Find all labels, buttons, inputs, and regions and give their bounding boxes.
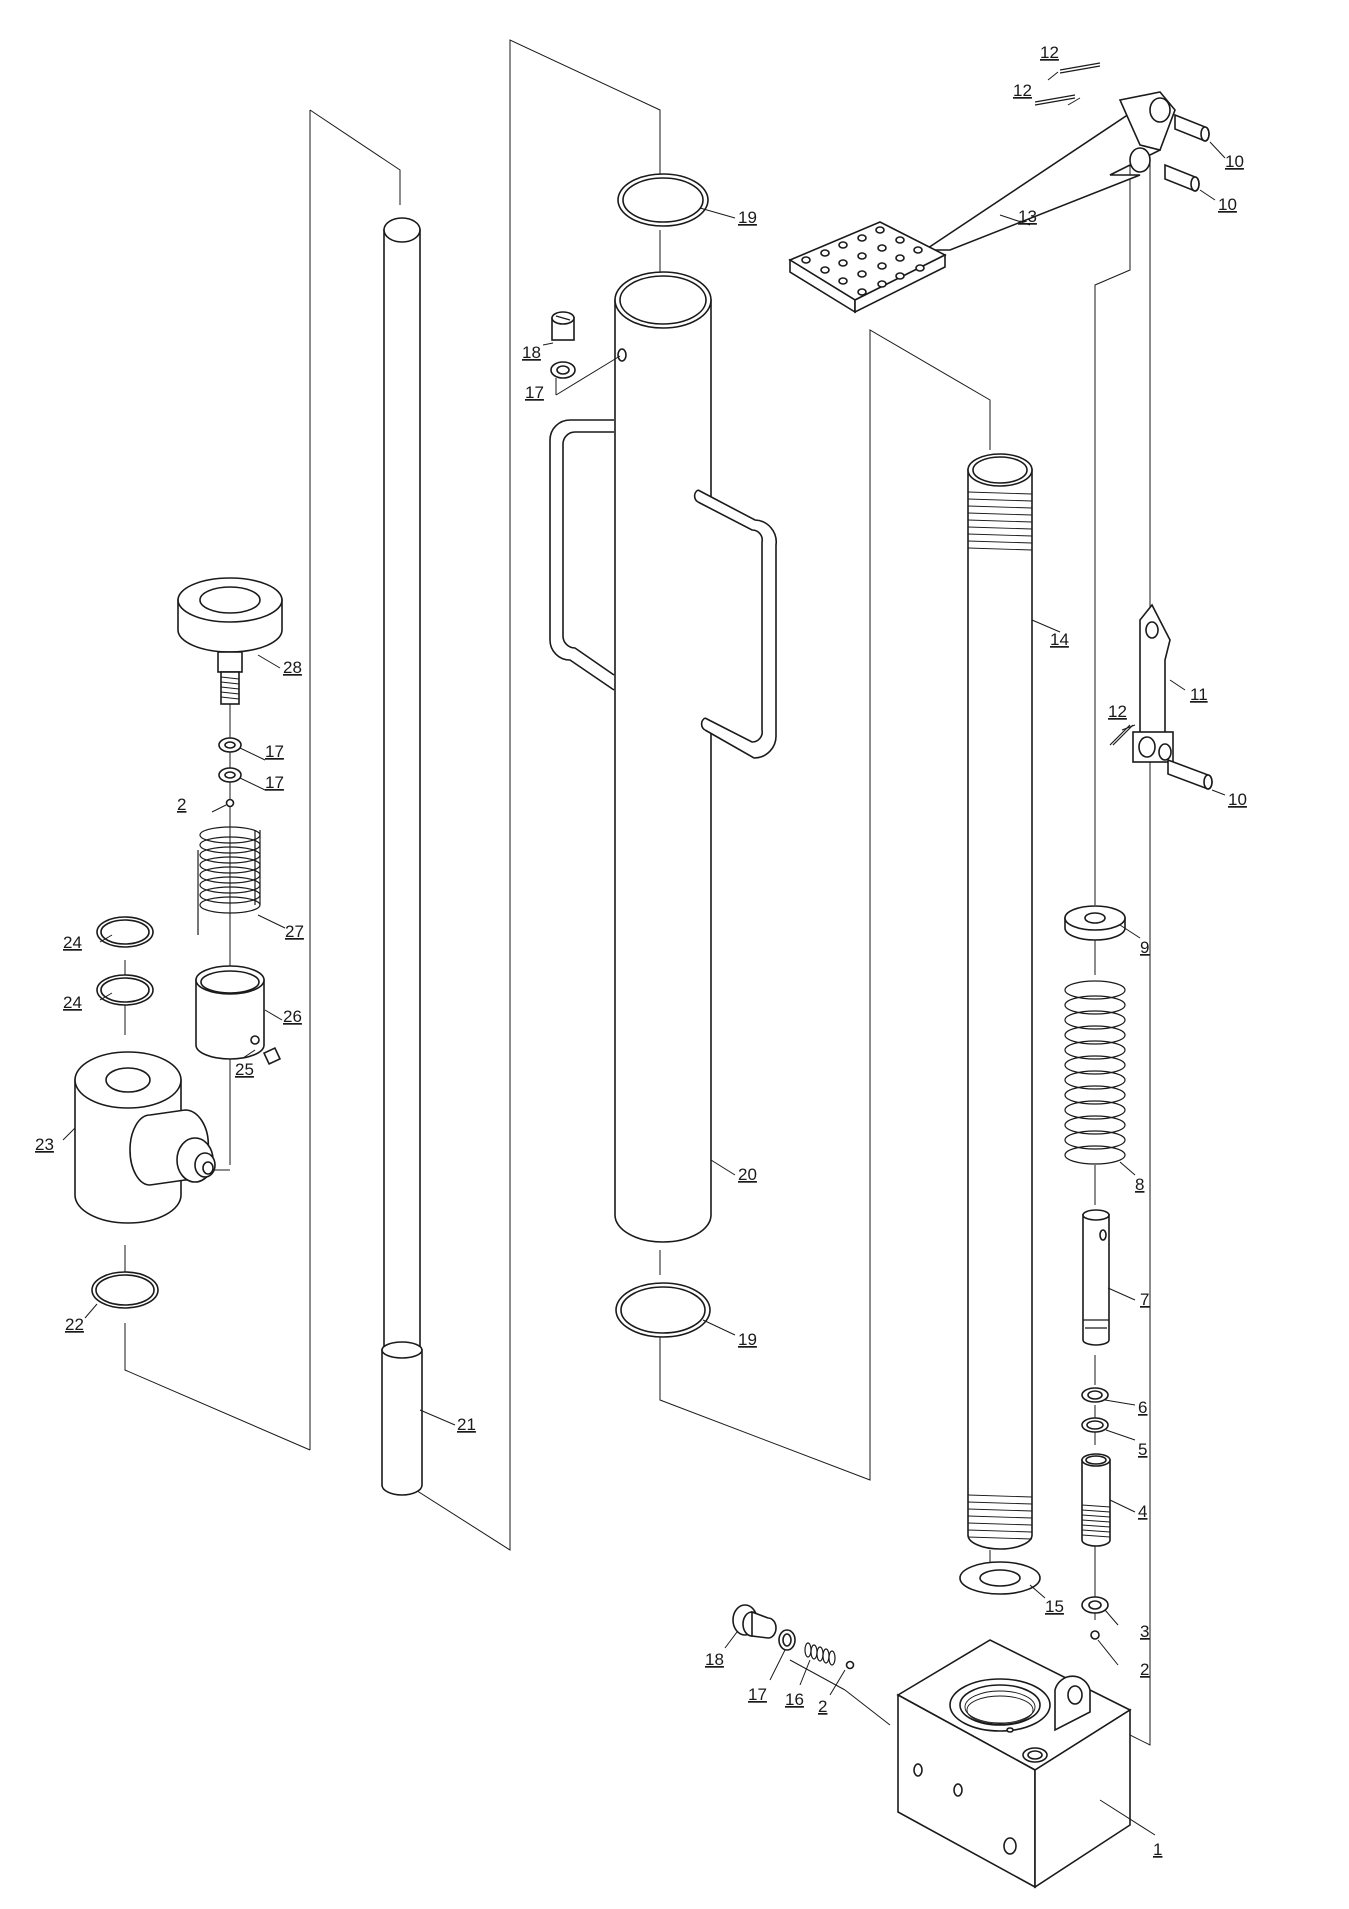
part-27-spring	[197, 826, 261, 935]
callout-2a: 2	[177, 795, 186, 814]
callout-17d: 17	[748, 1685, 767, 1704]
part-19-ring-bottom	[615, 1282, 711, 1338]
callout-15: 15	[1045, 1597, 1064, 1616]
part-12-pin-c	[1109, 724, 1134, 746]
callout-10c: 10	[1228, 790, 1247, 809]
callout-26: 26	[283, 1007, 302, 1026]
part-16-small-spring	[804, 1642, 836, 1666]
part-7-plunger	[1082, 1209, 1110, 1346]
callout-22: 22	[65, 1315, 84, 1334]
callout-24b: 24	[63, 993, 82, 1012]
callout-23: 23	[35, 1135, 54, 1154]
part-9-spring-cap	[1064, 905, 1126, 941]
callout-leaders	[62, 71, 1226, 1836]
callout-28: 28	[283, 658, 302, 677]
callout-12c: 12	[1108, 702, 1127, 721]
part-28-handwheel	[177, 577, 283, 705]
part-26-sleeve	[195, 965, 265, 1060]
part-2-ball-b	[1090, 1630, 1100, 1640]
callout-10b: 10	[1218, 195, 1237, 214]
part-10-pin-b	[1164, 163, 1200, 192]
part-10-pin-c	[1167, 758, 1213, 790]
callout-12a: 12	[1040, 43, 1059, 62]
callout-8: 8	[1135, 1175, 1144, 1194]
callout-labels: 28 17 17 2 27 24 24 26 25 23 22 21 19 18…	[35, 43, 1247, 1859]
callout-25: 25	[235, 1060, 254, 1079]
part-11-link	[1132, 603, 1174, 763]
part-17-washer-c	[550, 361, 576, 379]
part-21-piston-rod	[381, 217, 423, 1496]
part-2-ball-c	[845, 1660, 855, 1670]
callout-16: 16	[785, 1690, 804, 1709]
part-20-reservoir-tube	[549, 271, 777, 1243]
part-14-cylinder	[967, 453, 1033, 1550]
part-19-ring-top	[617, 173, 709, 227]
callout-10a: 10	[1225, 152, 1244, 171]
callout-6: 6	[1138, 1398, 1147, 1417]
part-12-pin-b	[1034, 94, 1076, 106]
callout-9: 9	[1140, 938, 1149, 957]
callout-20: 20	[738, 1165, 757, 1184]
part-12-pin-a	[1059, 62, 1101, 74]
part-2-ball-a	[225, 798, 235, 808]
part-23-pump-body	[74, 1051, 216, 1224]
callout-1: 1	[1153, 1840, 1162, 1859]
callout-18b: 18	[705, 1650, 724, 1669]
part-10-pin-a	[1174, 113, 1210, 142]
part-22-oring	[91, 1271, 159, 1309]
callout-7: 7	[1140, 1290, 1149, 1309]
callout-4: 4	[1138, 1502, 1147, 1521]
callout-27: 27	[285, 922, 304, 941]
callout-3: 3	[1140, 1622, 1149, 1641]
callout-19b: 19	[738, 1330, 757, 1349]
part-8-return-spring	[1064, 980, 1126, 1165]
part-6-ring	[1081, 1387, 1109, 1403]
callout-11: 11	[1190, 685, 1208, 704]
part-17-washer-d	[778, 1629, 796, 1651]
callout-17c: 17	[525, 383, 544, 402]
pedal-holes	[801, 226, 925, 296]
part-4-pump-barrel	[1081, 1453, 1111, 1547]
part-13-pedal-lever	[788, 91, 1176, 314]
part-24-oring-a	[96, 916, 154, 948]
part-18-plug-top	[551, 311, 575, 341]
callout-13: 13	[1018, 207, 1037, 226]
callout-2b: 2	[1140, 1660, 1149, 1679]
callout-14: 14	[1050, 630, 1069, 649]
part-25-set-screw	[262, 1046, 282, 1066]
part-1-base-block	[896, 1639, 1132, 1889]
part-24-oring-b	[96, 974, 154, 1006]
part-5-ring	[1081, 1417, 1109, 1433]
part-15-washer	[959, 1561, 1041, 1595]
callout-21: 21	[457, 1415, 476, 1434]
part-17-washer-b	[218, 767, 242, 783]
callout-24a: 24	[63, 933, 82, 952]
callout-17b: 17	[265, 773, 284, 792]
part-17-washer-a	[218, 737, 242, 753]
callout-5: 5	[1138, 1440, 1147, 1459]
callout-18a: 18	[522, 343, 541, 362]
callout-2c: 2	[818, 1697, 827, 1716]
part-3-washer	[1081, 1596, 1109, 1614]
callout-19a: 19	[738, 208, 757, 227]
callout-17a: 17	[265, 742, 284, 761]
part-18-plug-bottom	[732, 1604, 777, 1639]
callout-12b: 12	[1013, 81, 1032, 100]
